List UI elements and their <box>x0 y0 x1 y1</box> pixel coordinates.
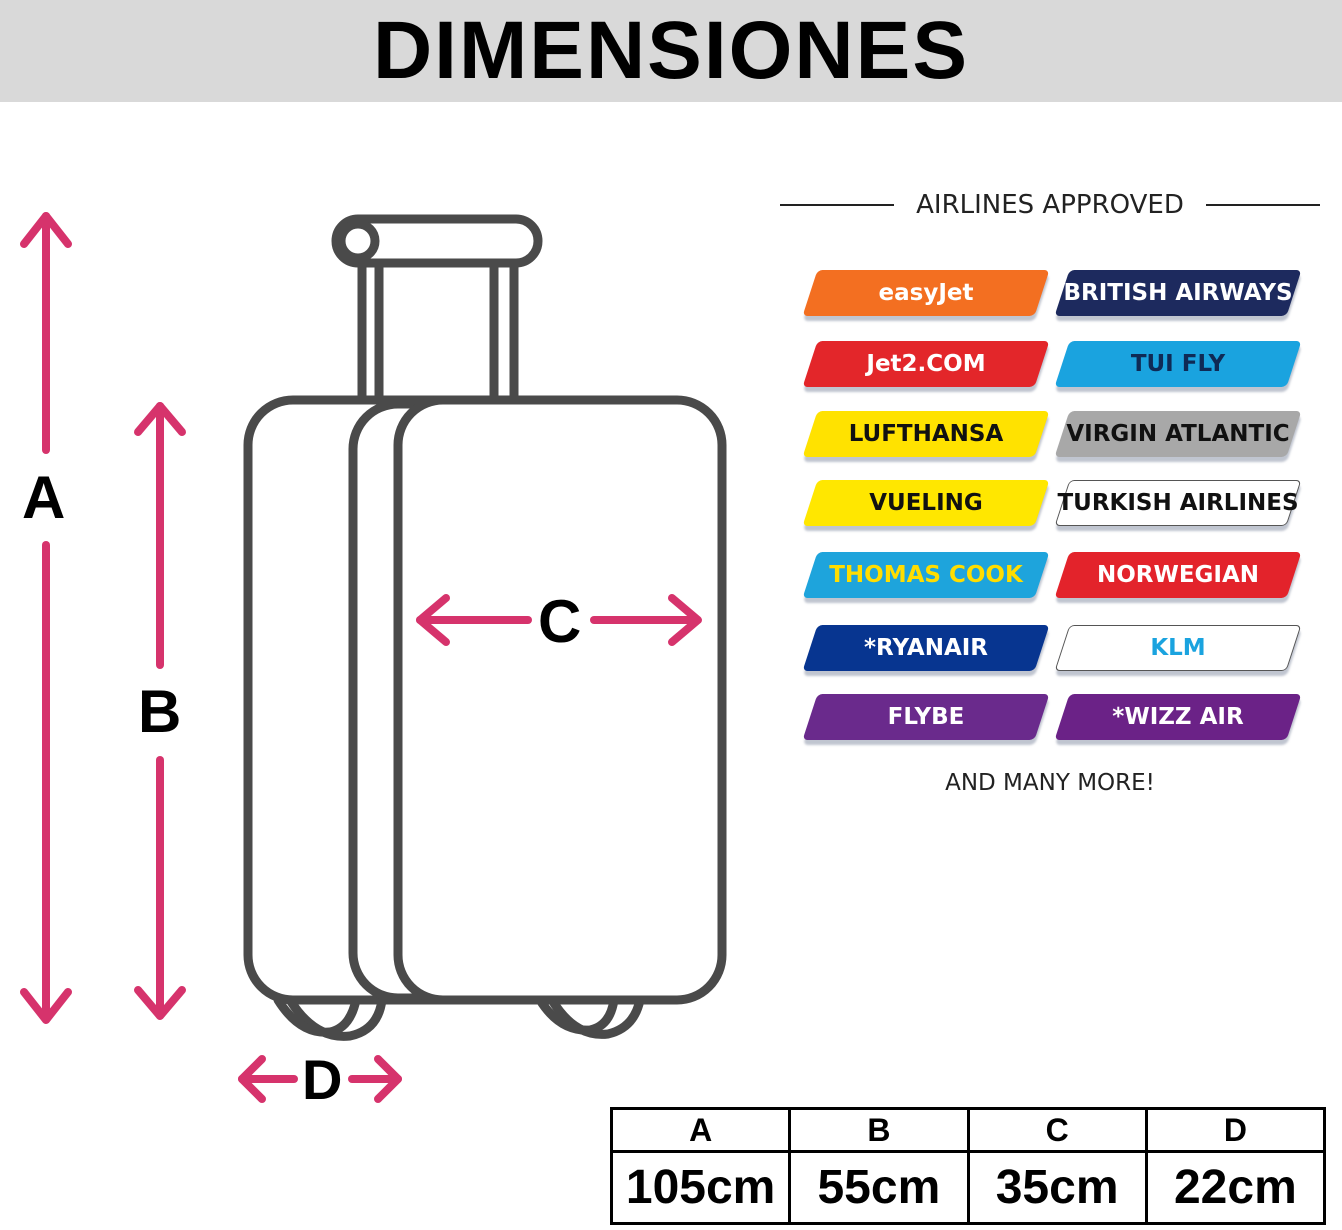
handle-end <box>336 219 380 263</box>
airline-name: TURKISH AIRLINES <box>1057 490 1299 516</box>
and-many-more-text: AND MANY MORE! <box>945 770 1155 796</box>
airline-name: VIRGIN ATLANTIC <box>1066 421 1290 447</box>
table-header-b: B <box>788 1107 970 1153</box>
airline-badge: FLYBE <box>802 694 1050 740</box>
airline-name: KLM <box>1150 635 1206 661</box>
airline-name: *WIZZ AIR <box>1112 704 1244 730</box>
table-value-a: 105cm <box>609 1150 792 1225</box>
airline-name: Jet2.COM <box>866 351 986 377</box>
arrow-c-head-left <box>416 594 450 646</box>
airline-badge: *WIZZ AIR <box>1054 694 1302 740</box>
wheel-right-back <box>547 995 645 1039</box>
airline-name: *RYANAIR <box>863 635 989 661</box>
airline-badge: THOMAS COOK <box>802 552 1050 598</box>
airline-badge: LUFTHANSA <box>802 411 1050 457</box>
airline-badge: Jet2.COM <box>802 341 1050 387</box>
arrow-b-head-bottom <box>134 986 186 1020</box>
table-value-b: 55cm <box>788 1150 970 1225</box>
airline-name: FLYBE <box>887 704 965 730</box>
table-header-row: A B C D <box>609 1107 1327 1153</box>
airline-badge: TURKISH AIRLINES <box>1054 480 1302 526</box>
airline-name: VUELING <box>869 490 983 516</box>
arrow-d-head-right <box>374 1055 402 1103</box>
dimension-label-d: D <box>302 1048 343 1111</box>
wheel-left-back <box>285 995 387 1041</box>
airline-badge: NORWEGIAN <box>1054 552 1302 598</box>
airlines-approved-heading: AIRLINES APPROVED <box>780 188 1320 222</box>
airline-badge: easyJet <box>802 270 1050 316</box>
airline-badge: VUELING <box>802 480 1050 526</box>
arrow-c-head-right <box>668 594 702 646</box>
dimension-label-c: C <box>538 588 582 655</box>
airline-name: TUI FLY <box>1130 351 1226 377</box>
airline-badge: KLM <box>1054 625 1302 671</box>
airlines-approved-title: AIRLINES APPROVED <box>916 190 1184 220</box>
dimension-arrows <box>20 212 702 1103</box>
airline-badge: *RYANAIR <box>802 625 1050 671</box>
airline-name: LUFTHANSA <box>848 421 1004 447</box>
table-header-c: C <box>966 1107 1148 1153</box>
heading-rule-left <box>780 204 895 206</box>
table-header-d: D <box>1144 1107 1327 1153</box>
airline-badge: BRITISH AIRWAYS <box>1054 270 1302 316</box>
airline-name: NORWEGIAN <box>1096 562 1260 588</box>
airline-badge: TUI FLY <box>1054 341 1302 387</box>
page-title: DIMENSIONES <box>372 5 970 96</box>
dimension-label-b: B <box>138 678 182 745</box>
airline-name: THOMAS COOK <box>829 562 1023 588</box>
table-value-c: 35cm <box>966 1150 1148 1225</box>
arrow-a-head-top <box>20 212 72 248</box>
wheel-left-front <box>273 995 361 1037</box>
suitcase-outline <box>243 214 727 1041</box>
header-banner: DIMENSIONES <box>0 0 1342 102</box>
airline-name: easyJet <box>878 280 974 306</box>
heading-rule-right <box>1205 204 1320 206</box>
wheel-right-front <box>535 995 619 1035</box>
table-row: 105cm 55cm 35cm 22cm <box>609 1150 1327 1225</box>
handle-bar <box>331 214 543 268</box>
airline-badge: VIRGIN ATLANTIC <box>1054 411 1302 457</box>
arrow-d-head-left <box>238 1055 266 1103</box>
arrow-a-head-bottom <box>20 988 72 1024</box>
suitcase-front-panel <box>393 395 727 1005</box>
dimension-label-a: A <box>22 464 66 531</box>
airline-name: BRITISH AIRWAYS <box>1063 280 1293 306</box>
dimensions-table: A B C D 105cm 55cm 35cm 22cm <box>609 1107 1327 1225</box>
table-value-d: 22cm <box>1144 1150 1327 1225</box>
table-header-a: A <box>609 1107 792 1153</box>
arrow-b-head-top <box>134 402 186 436</box>
